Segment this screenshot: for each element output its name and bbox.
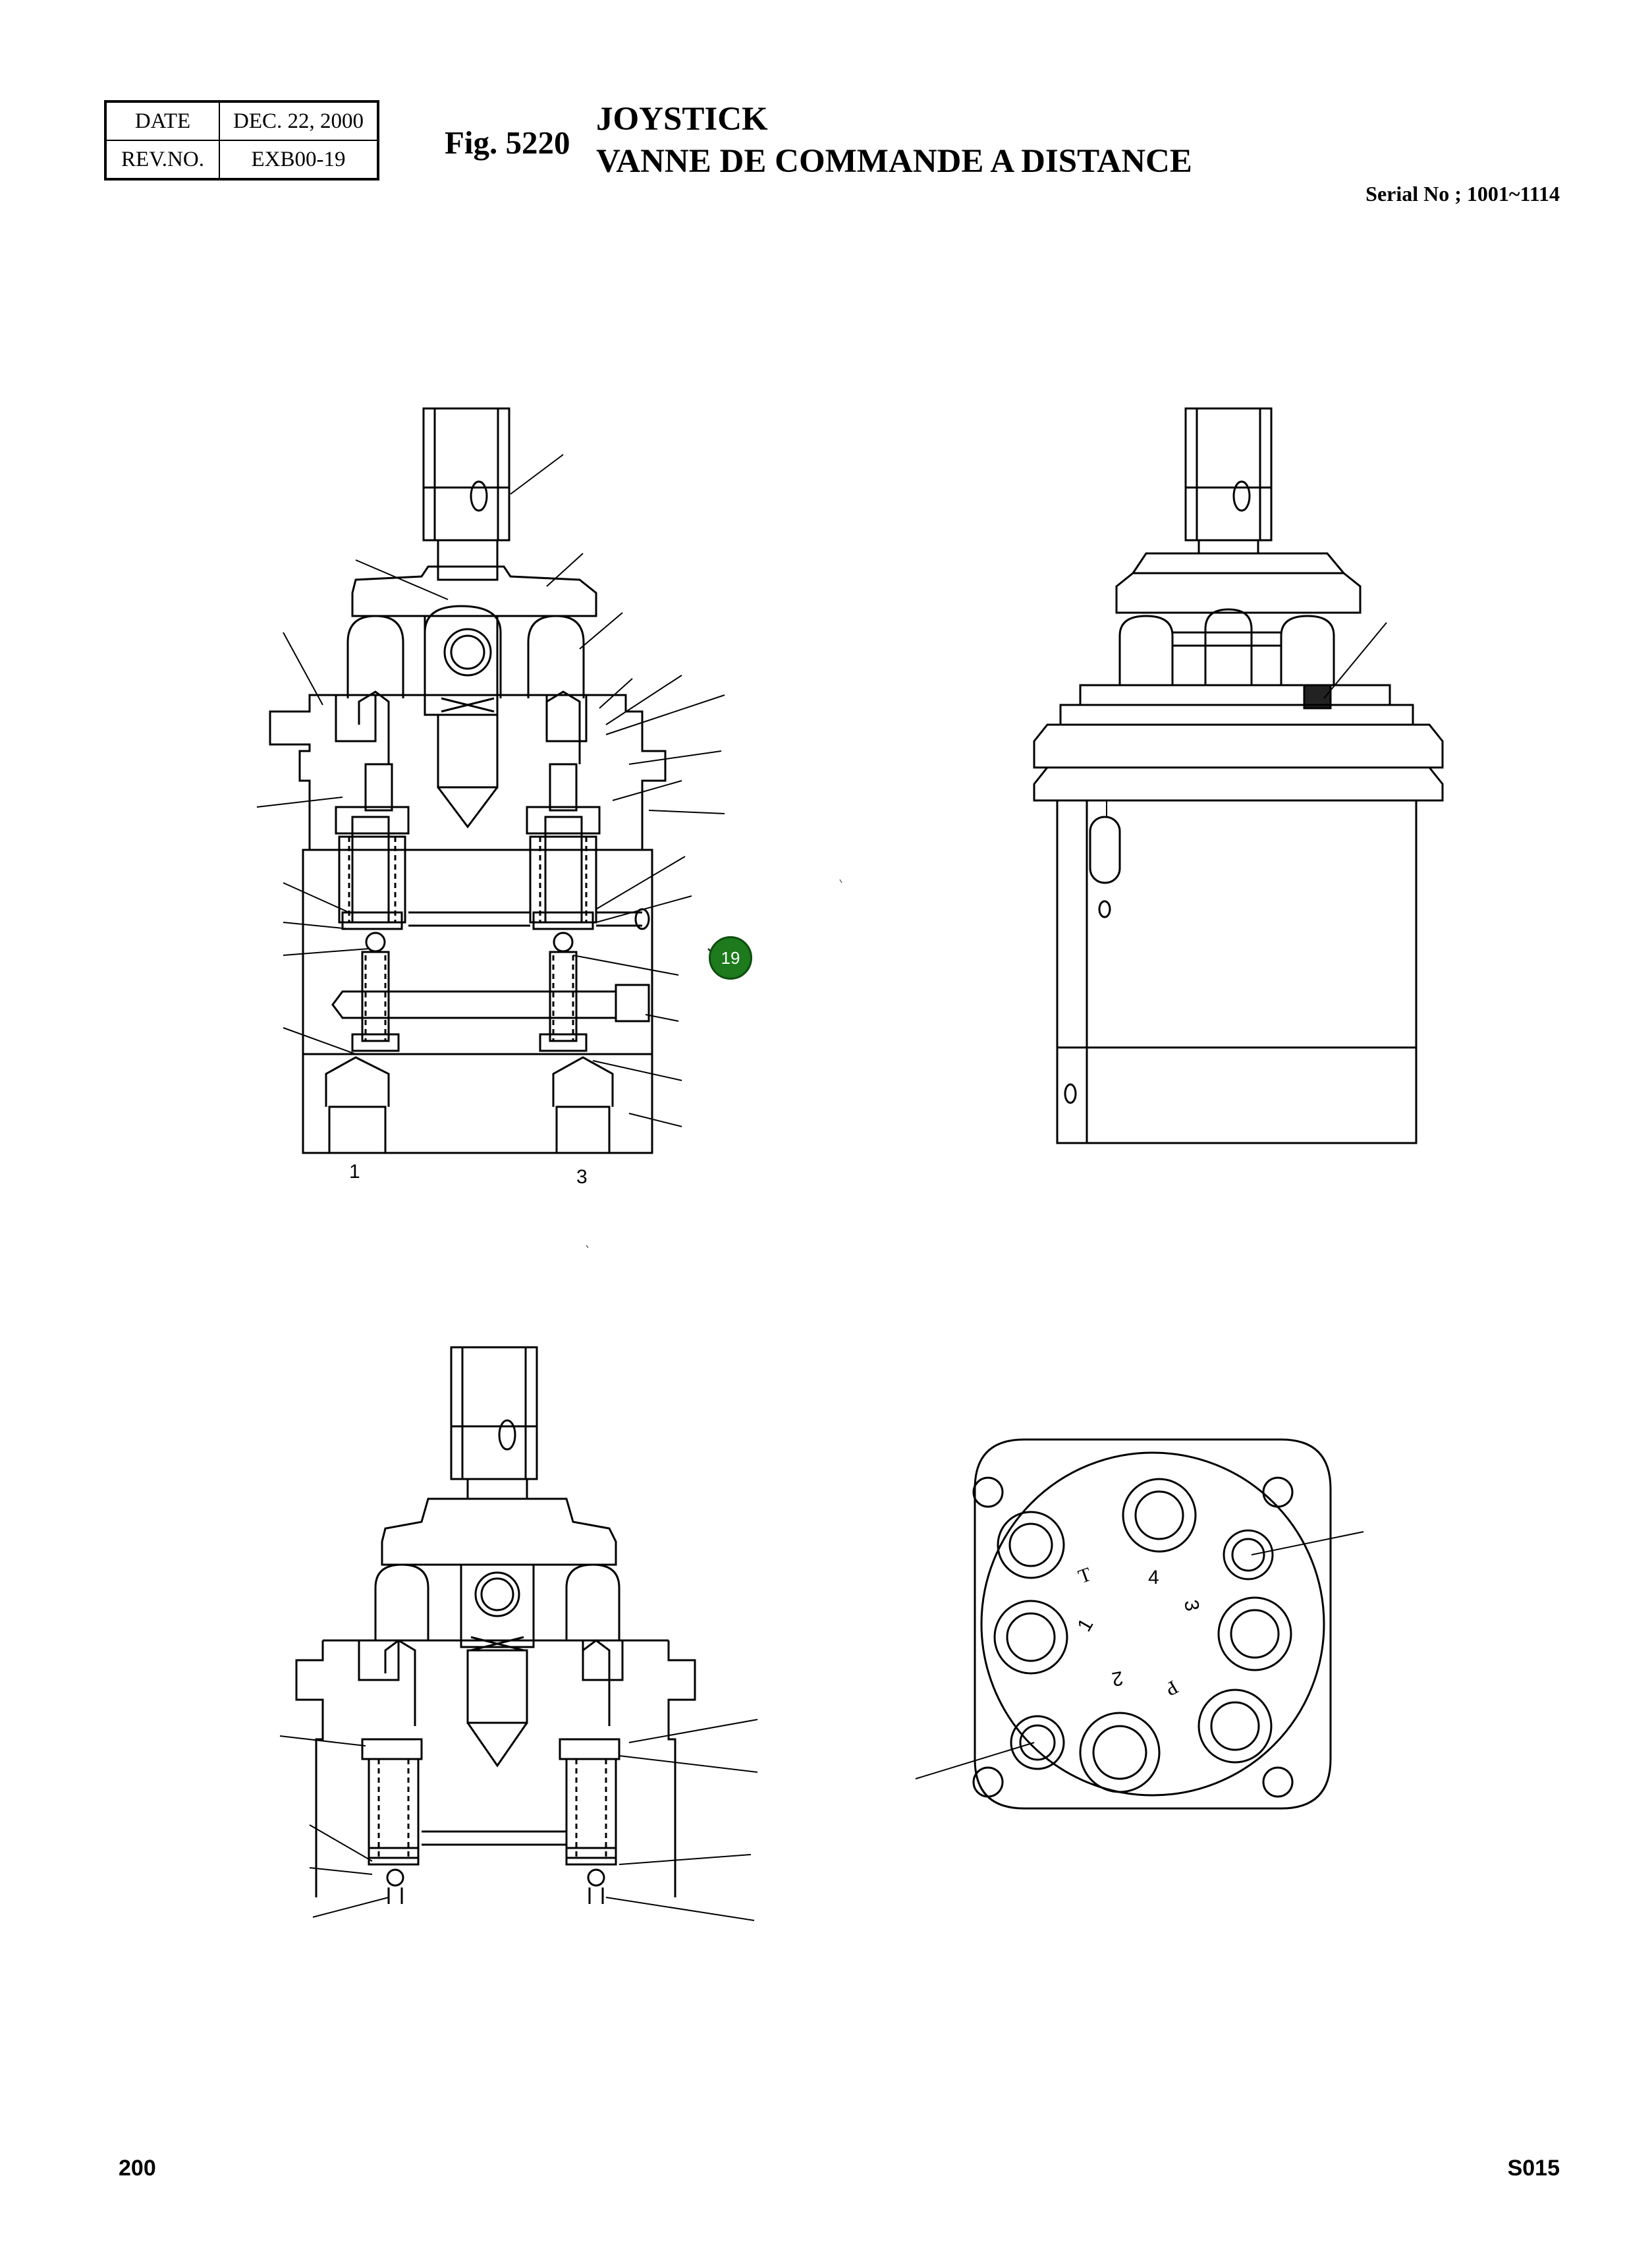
revision-table: DATE DEC. 22, 2000 REV.NO. EXB00-19	[104, 100, 379, 181]
port-label-3: 3	[576, 1166, 588, 1188]
side-elevation-view	[1033, 407, 1444, 1144]
title-line-1: JOYSTICK	[596, 101, 768, 138]
page-code: S015	[1507, 2156, 1560, 2181]
date-label: DATE	[105, 101, 220, 141]
callout-19[interactable]: 19	[709, 936, 752, 980]
figure-number: Fig. 5220	[445, 125, 570, 161]
port-label-1: 1	[349, 1161, 360, 1183]
partial-section-view	[279, 1346, 758, 1921]
title-line-2: VANNE DE COMMANDE A DISTANCE	[596, 143, 1192, 180]
front-section-view	[256, 407, 725, 1154]
rev-value: EXB00-19	[219, 140, 379, 180]
bottom-plan-view	[915, 1438, 1364, 1810]
date-value: DEC. 22, 2000	[219, 101, 379, 141]
port-ring	[993, 1478, 1292, 1793]
port-mark-4: 4	[1148, 1567, 1159, 1588]
serial-range: Serial No ; 1001~1114	[1365, 182, 1560, 206]
page-number: 200	[119, 2156, 156, 2181]
rev-label: REV.NO.	[105, 140, 220, 180]
